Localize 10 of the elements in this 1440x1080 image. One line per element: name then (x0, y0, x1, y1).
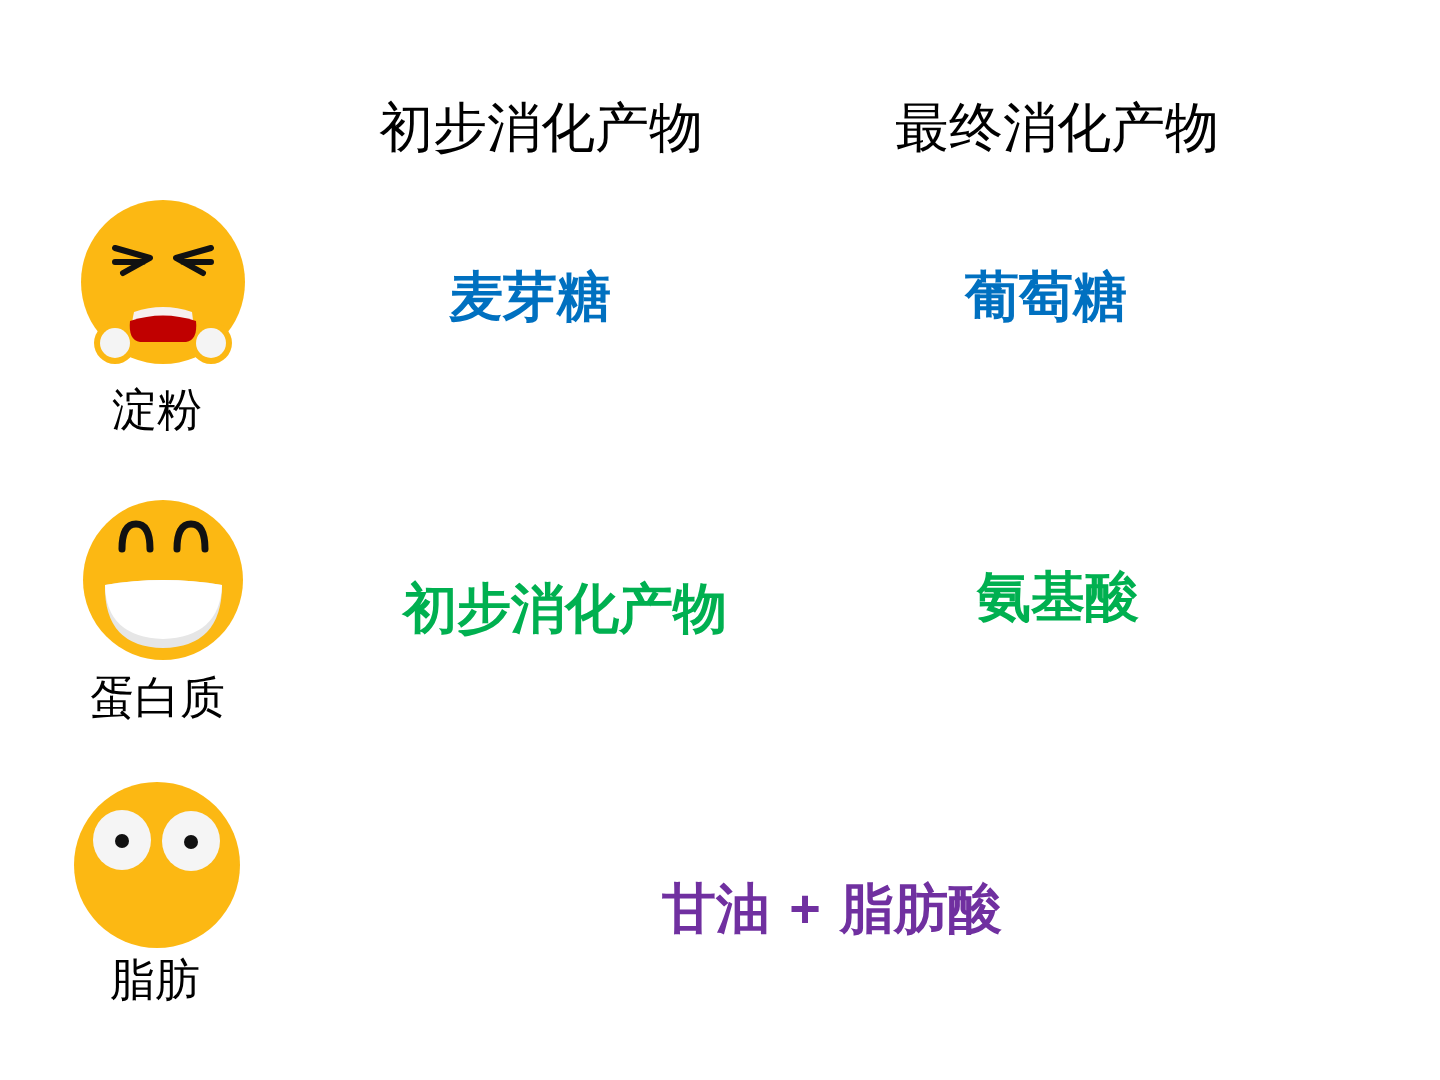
nutrient-label: 淀粉 (112, 384, 202, 436)
column-header: 最终消化产物 (895, 96, 1219, 160)
nutrient-label: 脂肪 (110, 954, 200, 1006)
column-header: 初步消化产物 (379, 96, 703, 160)
product-label: 氨基酸 (977, 564, 1139, 628)
product-label: 葡萄糖 (965, 264, 1127, 328)
nutrient-label: 蛋白质 (89, 672, 225, 724)
product-label: 初步消化产物 (403, 576, 727, 640)
product-label: 甘油 + 脂肪酸 (662, 876, 1002, 940)
product-label: 麦芽糖 (449, 264, 611, 328)
